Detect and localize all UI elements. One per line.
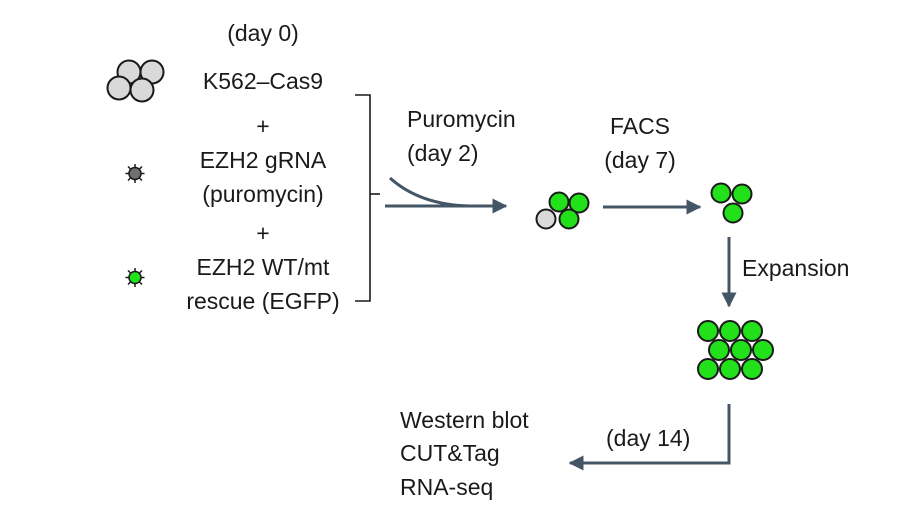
cell-icon <box>730 339 752 361</box>
readout-cut-and-tag: CUT&Tag <box>400 440 500 466</box>
puromycin-label: Puromycin <box>407 106 516 132</box>
puromycin-day-label: (day 2) <box>407 140 479 166</box>
cell-icon <box>129 77 155 103</box>
cell-line-label: K562–Cas9 <box>202 68 324 94</box>
arrow-icon <box>568 404 731 471</box>
cell-icon <box>106 75 132 101</box>
readout-rna-seq: RNA-seq <box>400 474 494 500</box>
selection-curve <box>388 176 471 208</box>
sorted-cell-cluster-icon <box>710 182 753 224</box>
cell-icon <box>548 191 570 213</box>
rescue-virus-icon <box>125 268 145 287</box>
plus-sign: + <box>256 113 270 139</box>
grna-label-line1: EZH2 gRNA <box>199 147 327 173</box>
cell-icon <box>708 339 730 361</box>
cell-icon <box>697 320 719 342</box>
day14-label: (day 14) <box>606 425 691 451</box>
cell-icon <box>697 358 719 380</box>
cell-icon <box>710 182 732 204</box>
cell-icon <box>719 358 741 380</box>
cell-icon <box>752 339 774 361</box>
day0-label: (day 0) <box>227 20 299 46</box>
k562-cell-cluster-icon <box>106 59 165 103</box>
cell-icon <box>722 202 744 224</box>
cell-icon <box>719 320 741 342</box>
grouping-bracket <box>355 94 371 302</box>
cell-icon <box>535 208 557 230</box>
plus-sign: + <box>256 220 270 246</box>
cell-icon <box>568 192 590 214</box>
readout-western-blot: Western blot <box>400 407 529 433</box>
rescue-label-line1: EZH2 WT/mt <box>196 254 330 280</box>
expansion-label: Expansion <box>742 255 850 281</box>
cell-icon <box>741 320 763 342</box>
facs-label: FACS <box>609 113 671 139</box>
cell-icon <box>731 183 753 205</box>
facs-day-label: (day 7) <box>604 147 676 173</box>
rescue-label-line2: rescue (EGFP) <box>186 288 340 314</box>
cell-icon <box>741 358 763 380</box>
cell-icon <box>558 208 580 230</box>
mixed-cell-cluster-icon <box>535 191 590 230</box>
grna-virus-icon <box>125 164 145 183</box>
grna-label-line2: (puromycin) <box>202 181 324 207</box>
expanded-cell-cluster-icon <box>697 320 774 380</box>
